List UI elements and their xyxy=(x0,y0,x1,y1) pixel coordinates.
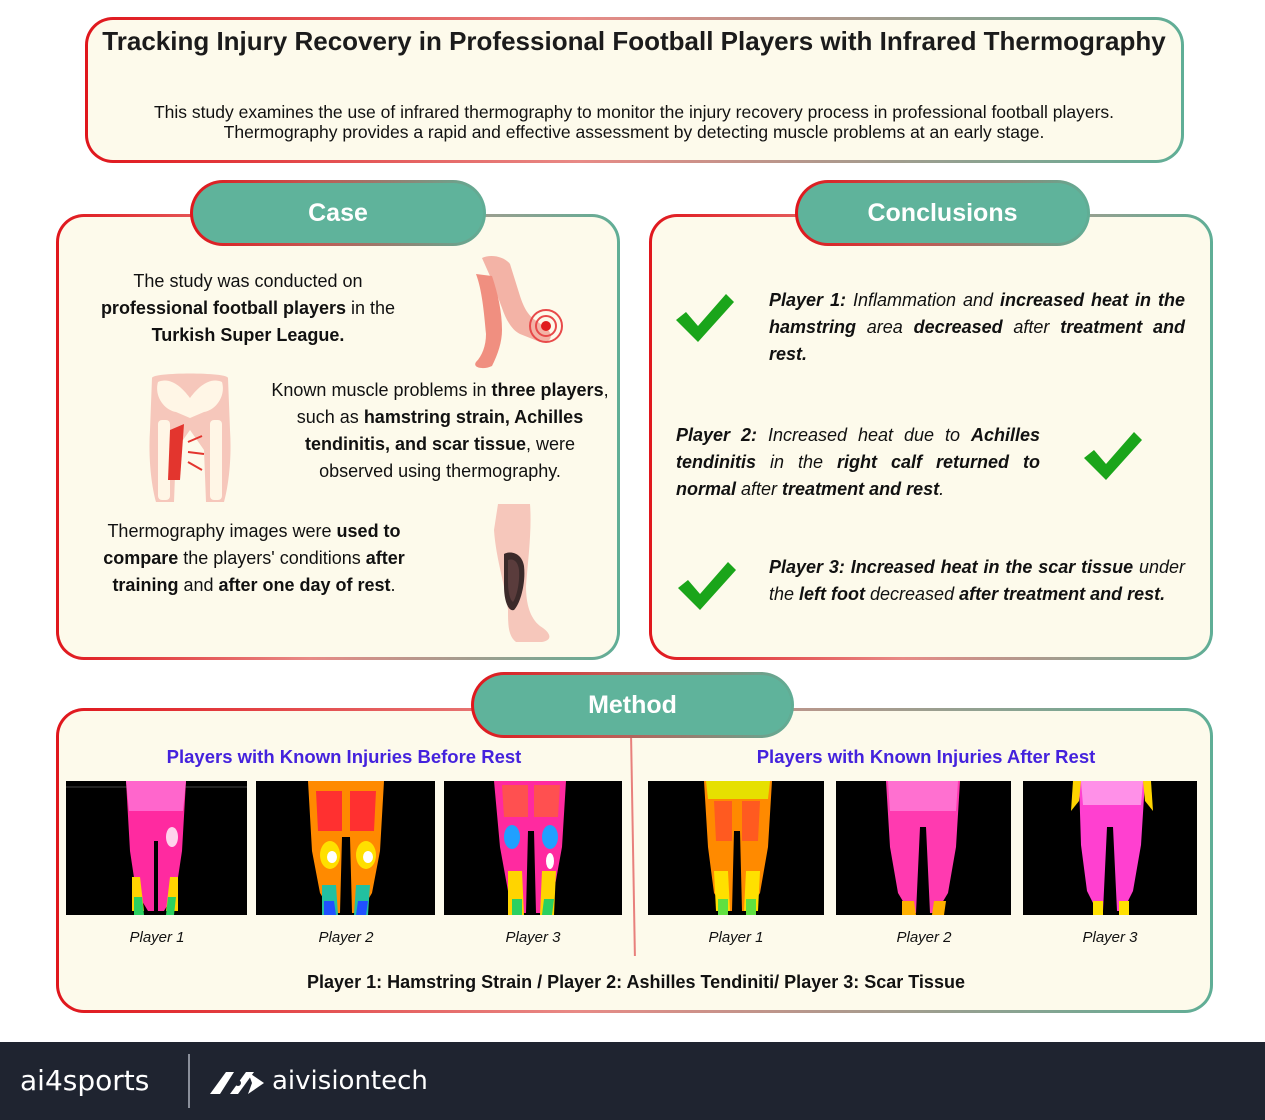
check-icon-player3 xyxy=(678,562,736,610)
thermal-image-before-player2 xyxy=(256,781,435,915)
conclusions-panel xyxy=(649,214,1213,660)
caption-before-player3: Player 3 xyxy=(505,929,561,946)
conclusion-player1: Player 1: Inflammation and increased hea… xyxy=(769,290,1186,364)
case-text-1: The study was conducted on professional … xyxy=(100,271,396,345)
check-icon-player2 xyxy=(1084,432,1142,480)
case-text-3: Thermography images were used to compare… xyxy=(103,521,405,595)
check-icon-player1 xyxy=(676,294,734,342)
caption-before-player2: Player 2 xyxy=(318,929,374,946)
caption-after-player1: Player 1 xyxy=(708,929,764,946)
page-title: Tracking Injury Recovery in Professional… xyxy=(102,26,1166,56)
thermal-image-after-player3 xyxy=(1023,781,1197,915)
pelvis-illustration xyxy=(149,373,231,502)
thermal-image-after-player1 xyxy=(648,781,824,915)
footer-divider xyxy=(188,1054,190,1108)
page-subtitle: This study examines the use of infrared … xyxy=(153,102,1115,142)
caption-after-player2: Player 2 xyxy=(896,929,952,946)
conclusion-player2: Player 2: Increased heat due to Achilles… xyxy=(676,425,1040,499)
thermal-image-after-player2 xyxy=(836,781,1011,915)
conclusions-heading: Conclusions xyxy=(795,180,1090,246)
brand-aivisiontech: aivisiontech xyxy=(272,1066,428,1096)
method-heading: Method xyxy=(471,672,794,738)
caption-after-player3: Player 3 xyxy=(1082,929,1138,946)
calf-scar-illustration xyxy=(494,504,550,642)
footer-bar: ai4sports aivisiontech xyxy=(0,1042,1265,1120)
thermal-image-before-player1 xyxy=(66,781,247,915)
conclusion-player3: Player 3: Increased heat in the scar tis… xyxy=(769,557,1185,604)
thermal-image-before-player3 xyxy=(444,781,622,915)
aivisiontech-logo-icon xyxy=(210,1072,264,1094)
before-rest-title: Players with Known Injuries Before Rest xyxy=(166,746,522,767)
header-panel xyxy=(85,17,1184,163)
case-heading: Case xyxy=(190,180,486,246)
method-panel xyxy=(56,708,1213,1013)
caption-before-player1: Player 1 xyxy=(129,929,185,946)
leg-pain-illustration xyxy=(475,256,563,369)
case-text-2: Known muscle problems in three players, … xyxy=(271,380,609,481)
injury-legend: Player 1: Hamstring Strain / Player 2: A… xyxy=(307,972,965,992)
after-rest-title: Players with Known Injuries After Rest xyxy=(756,746,1096,767)
brand-ai4sports: ai4sports xyxy=(20,1064,150,1097)
